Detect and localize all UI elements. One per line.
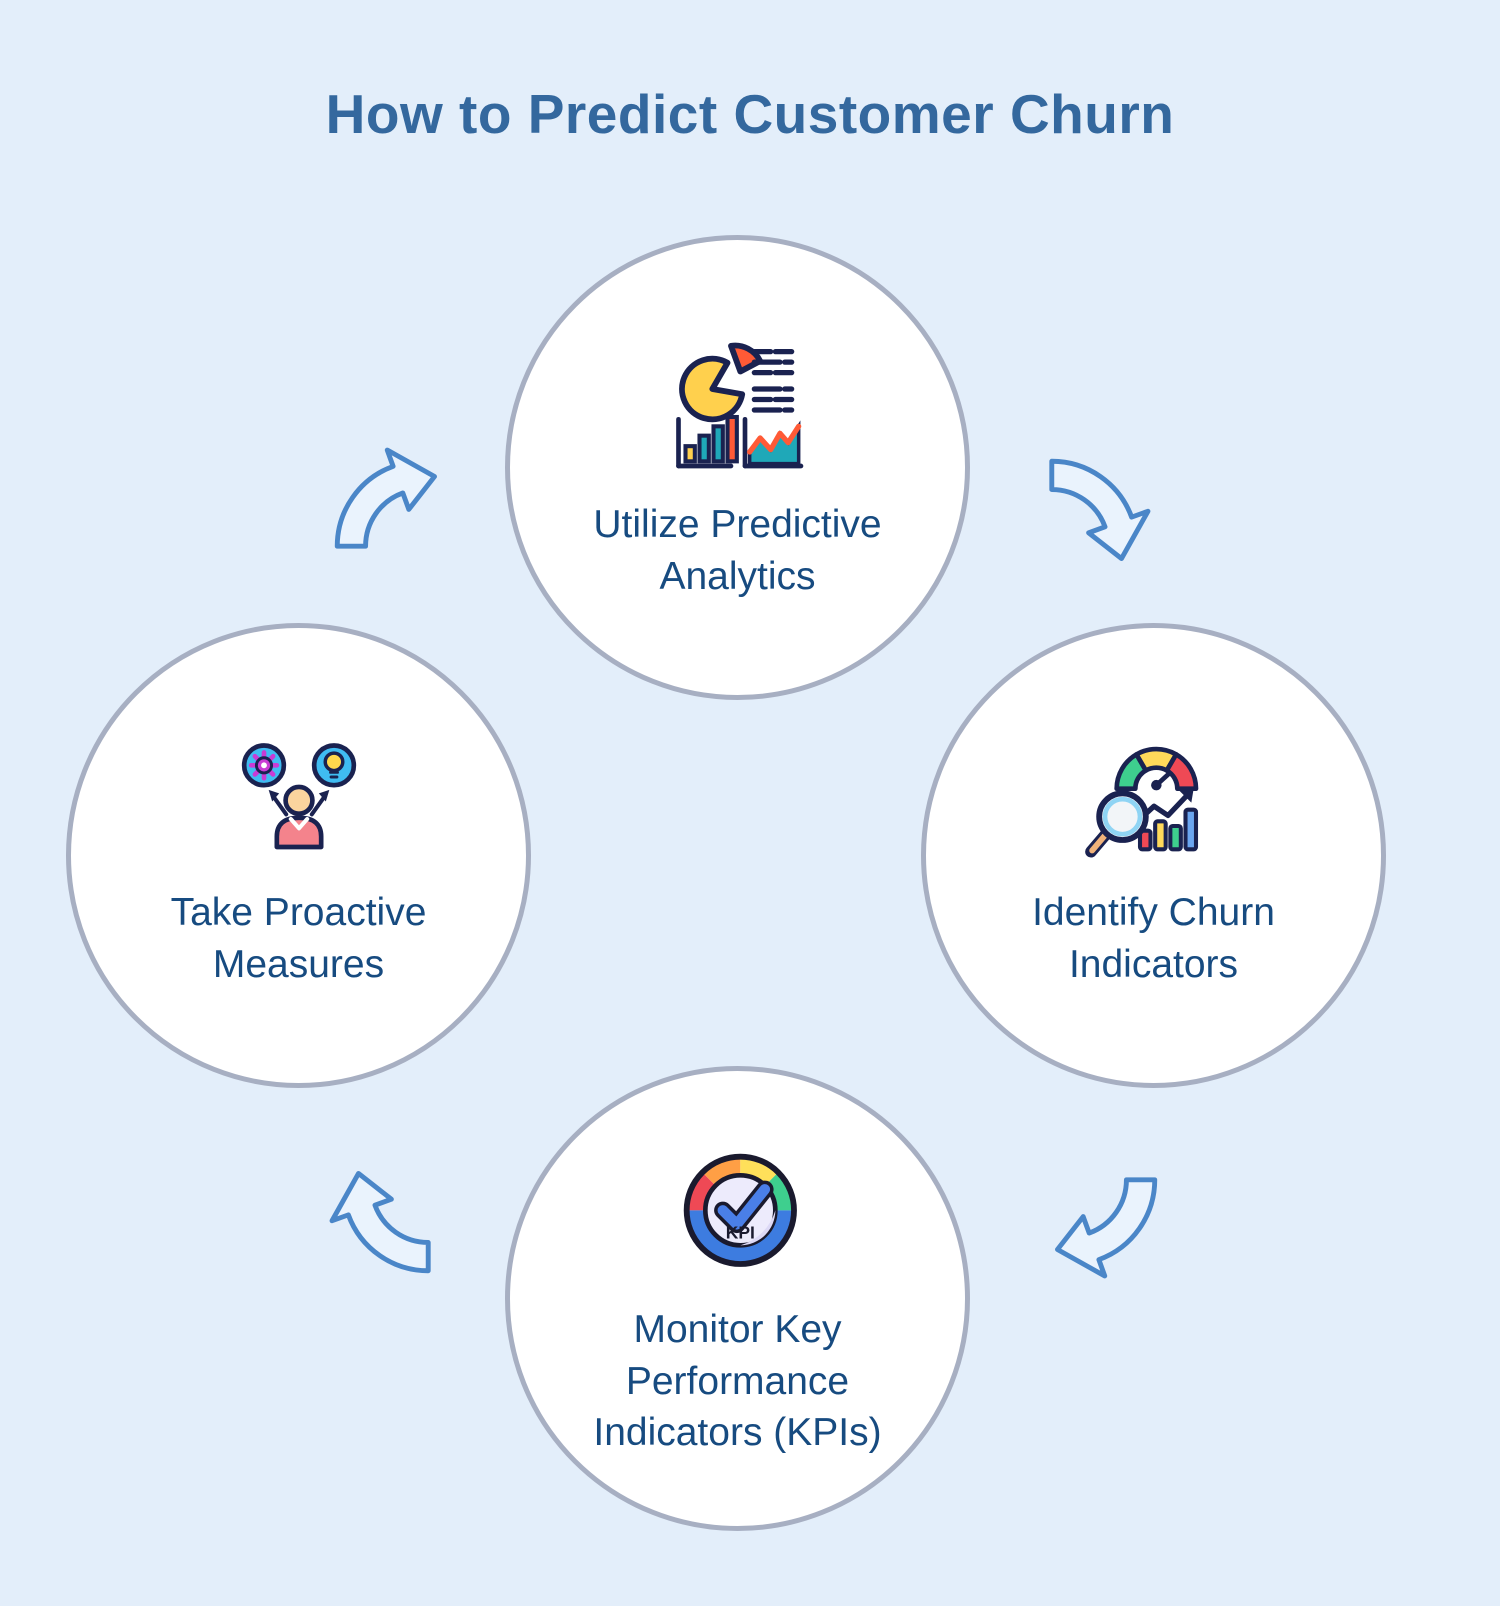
person-gear-lightbulb-icon (229, 721, 369, 861)
node-label: Identify Churn Indicators (1032, 891, 1275, 986)
node-monitor-kpis: KPI Monitor Key Performance Indicators (… (505, 1066, 970, 1531)
arrow-right-to-bottom-icon (1048, 1158, 1170, 1280)
page-title: How to Predict Customer Churn (325, 83, 1175, 145)
node-label: Utilize Predictive Analytics (593, 503, 882, 598)
gauge-magnifier-chart-icon (1084, 721, 1224, 861)
analytics-charts-icon (668, 333, 808, 473)
arrow-left-to-top-icon (322, 446, 444, 568)
arrow-top-to-right-icon (1030, 446, 1152, 568)
node-take-proactive-measures: Take Proactive Measures (66, 623, 531, 1088)
node-label: Take Proactive Measures (170, 891, 427, 986)
node-utilize-predictive-analytics: Utilize Predictive Analytics (505, 235, 970, 700)
node-identify-churn-indicators: Identify Churn Indicators (921, 623, 1386, 1088)
kpi-icon-label: KPI (725, 1223, 754, 1243)
kpi-gauge-checkmark-icon: KPI (668, 1138, 808, 1278)
node-label: Monitor Key Performance Indicators (KPIs… (593, 1308, 882, 1455)
arrow-bottom-to-left-icon (328, 1164, 450, 1286)
